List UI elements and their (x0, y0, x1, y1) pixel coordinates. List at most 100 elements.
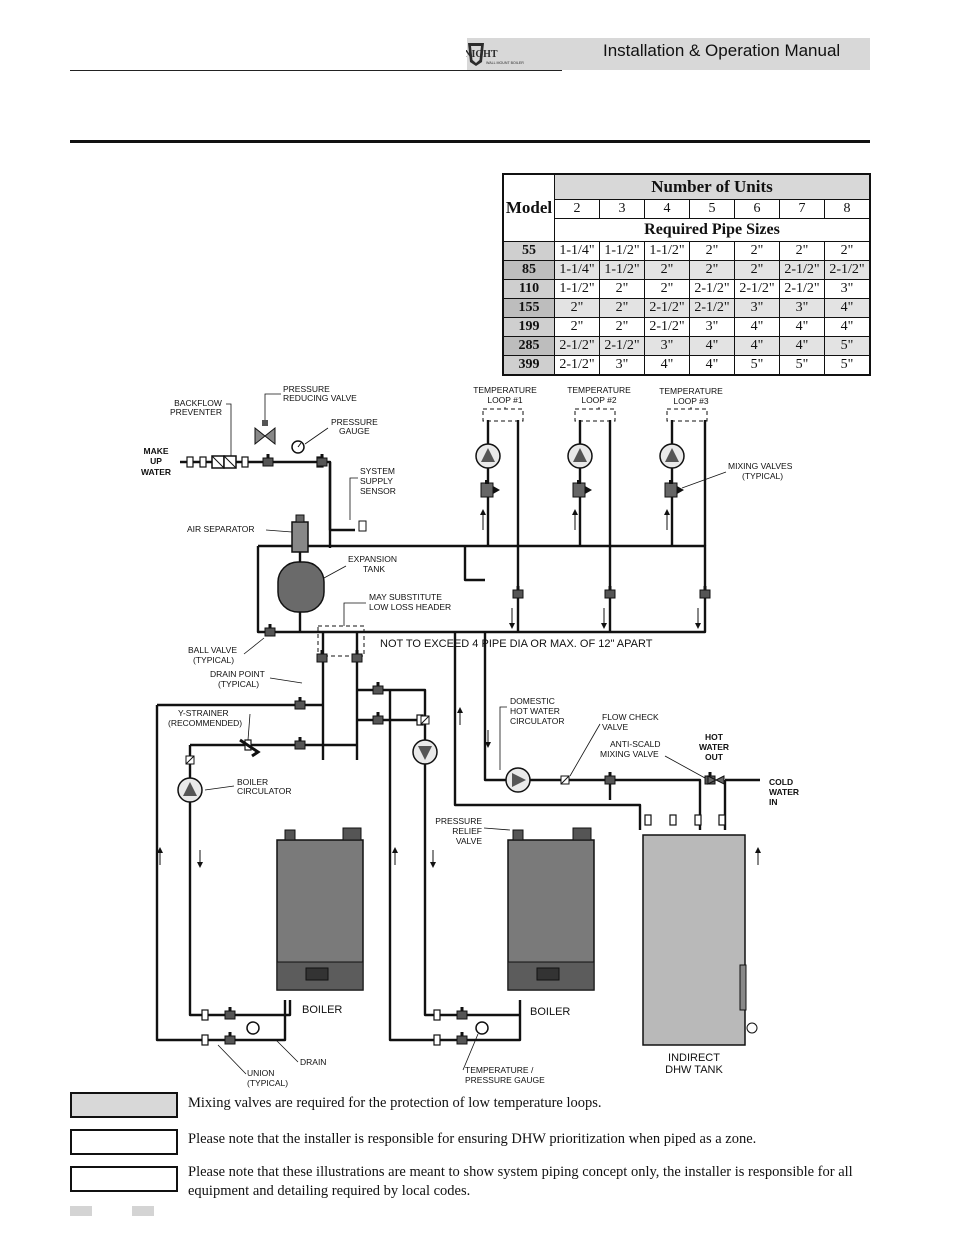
label-sss-2: SUPPLY (360, 476, 393, 486)
temp-pressure-gauge-1 (246, 1021, 260, 1035)
indirect-dhw-tank (642, 834, 758, 1046)
label-tp-gauge-2: PRESSURE GAUGE (465, 1075, 545, 1085)
pipe-size-cell: 3" (644, 336, 690, 356)
pipe-size-cell: 4" (824, 298, 871, 318)
pipe-size-cell: 2" (599, 298, 645, 318)
pipe-size-cell: 2-1/2" (644, 317, 690, 337)
label-mixing-2: (TYPICAL) (742, 471, 783, 481)
footer-tab-left (70, 1206, 92, 1216)
logo-subtext: WALL MOUNT BOILER (486, 61, 524, 65)
label-boiler-2: BOILER (530, 1006, 570, 1018)
pipe-size-cell: 2" (779, 241, 825, 261)
pipe-size-cell: 2-1/2" (599, 336, 645, 356)
label-anti-scald: ANTI-SCALD (610, 739, 661, 749)
pipe-size-cell: 5" (734, 355, 780, 376)
pipe-size-cell: 4" (779, 336, 825, 356)
pipe-size-cell: 2" (554, 317, 600, 337)
note-badge-1 (70, 1092, 178, 1118)
note-3: Please note that these illustrations are… (188, 1164, 853, 1199)
note-2: Please note that the installer is respon… (188, 1131, 757, 1147)
label-ystrainer: Y-STRAINER (178, 708, 229, 718)
label-sss: SYSTEM (360, 466, 395, 476)
label-air-separator: AIR SEPARATOR (187, 524, 255, 534)
logo-wordmark: KNIGHT (466, 49, 498, 60)
label-union-2: (TYPICAL) (247, 1078, 288, 1088)
pipe-size-cell: 1-1/2" (599, 260, 645, 280)
label-drain-point-2: (TYPICAL) (218, 679, 259, 689)
pipe-size-cell: 4" (779, 317, 825, 337)
system-supply-sensor-icon (358, 520, 367, 532)
model-cell: 399 (502, 355, 555, 376)
pipe-size-cell: 2-1/2" (779, 279, 825, 299)
model-cell: 85 (502, 260, 555, 280)
knight-logo: KNIGHT WALL MOUNT BOILER (466, 43, 524, 66)
pipe-size-cell: 2" (599, 279, 645, 299)
boiler-1 (276, 827, 364, 991)
label-prv-2: REDUCING VALVE (283, 393, 357, 403)
footer-tab-right (132, 1206, 154, 1216)
label-llh: MAY SUBSTITUTE (369, 592, 442, 602)
label-tank-2: DHW TANK (665, 1064, 723, 1076)
loop-3-box (666, 408, 708, 422)
pipe-size-cell: 2-1/2" (824, 260, 871, 280)
pressure-gauge-icon (291, 440, 305, 454)
pipe-size-cell: 4" (689, 336, 735, 356)
label-makeup: MAKE (143, 446, 168, 456)
header-bar (467, 38, 870, 70)
pipe-size-cell: 4" (824, 317, 871, 337)
pipe-size-cell: 2-1/2" (554, 336, 600, 356)
label-loop1: TEMPERATURE (473, 385, 537, 395)
pipe-size-cell: 2" (644, 279, 690, 299)
y-strainer (239, 738, 261, 758)
label-loop1-2: LOOP #1 (487, 395, 523, 405)
pipe-size-cell: 5" (824, 336, 871, 356)
pipe-size-cell: 2-1/2" (689, 279, 735, 299)
pipe-size-cell: 2" (734, 241, 780, 261)
air-separator (291, 514, 309, 553)
header-rule (70, 70, 562, 71)
label-tank: INDIRECT (668, 1052, 720, 1064)
label-drain-point: DRAIN POINT (210, 669, 265, 679)
label-flow-check: FLOW CHECK (602, 712, 659, 722)
label-cold-water: COLD (769, 777, 793, 787)
label-backflow-2: PREVENTER (170, 407, 222, 417)
model-cell: 55 (502, 241, 555, 261)
note-badge-2 (70, 1129, 178, 1155)
number-of-units-header: Number of Units (554, 173, 871, 200)
pipe-size-cell: 2" (734, 260, 780, 280)
label-loop2: TEMPERATURE (567, 385, 631, 395)
label-loop3: TEMPERATURE (659, 386, 723, 396)
label-prelief-2: RELIEF (452, 826, 482, 836)
label-dhw-circ-3: CIRCULATOR (510, 716, 564, 726)
label-llh-2: LOW LOSS HEADER (369, 602, 451, 612)
pipe-size-cell: 3" (599, 355, 645, 376)
expansion-tank (277, 561, 325, 613)
label-dhw-circ: DOMESTIC (510, 696, 555, 706)
pipe-size-cell: 2-1/2" (689, 298, 735, 318)
boiler-2 (507, 827, 595, 991)
pipe-size-cell: 3" (779, 298, 825, 318)
label-loop3-2: LOOP #3 (673, 396, 709, 406)
label-ball-valve-2: (TYPICAL) (193, 655, 234, 665)
pipe-size-cell: 4" (734, 336, 780, 356)
pipe-size-cell: 3" (824, 279, 871, 299)
section-rule (70, 140, 870, 143)
label-cold-water-2: WATER (769, 787, 799, 797)
leader-lines (204, 393, 727, 1075)
loop-2-box (574, 408, 616, 422)
manual-title: Installation & Operation Manual (603, 41, 841, 60)
label-ystrainer-2: (RECOMMENDED) (168, 718, 242, 728)
label-union: UNION (247, 1068, 274, 1078)
label-ball-valve: BALL VALVE (188, 645, 237, 655)
label-prelief-3: VALVE (456, 836, 482, 846)
low-loss-header-outline (317, 625, 365, 657)
model-cell: 285 (502, 336, 555, 356)
label-expansion-2: TANK (363, 564, 385, 574)
pipe-size-cell: 5" (824, 355, 871, 376)
